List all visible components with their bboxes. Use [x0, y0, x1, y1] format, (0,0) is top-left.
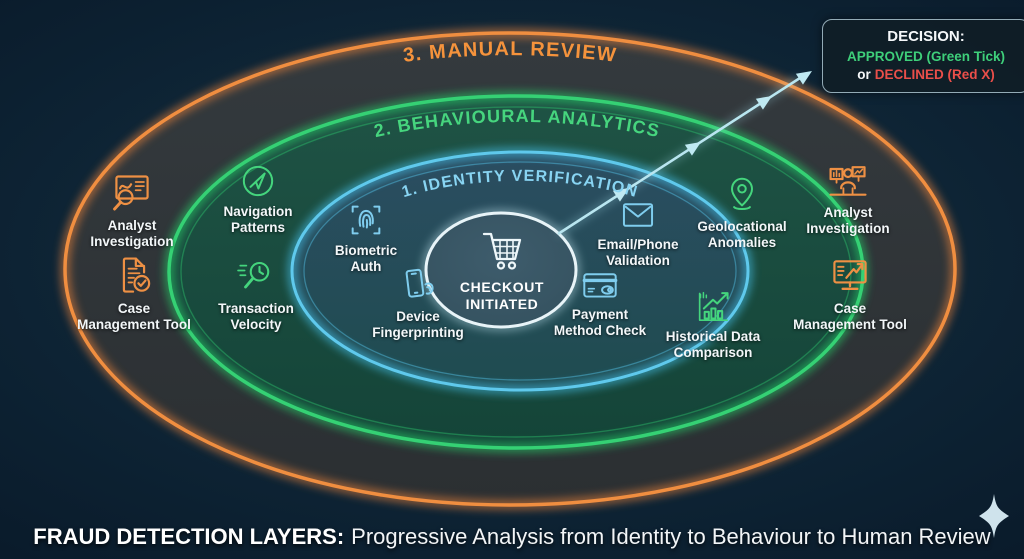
- node-transaction-velocity: Transaction Velocity: [196, 256, 316, 332]
- fingerprint-scan-icon: [346, 200, 386, 240]
- node-case-management-left: Case Management Tool: [76, 254, 192, 332]
- center-ellipse: [424, 211, 578, 329]
- ring-identity: [290, 150, 750, 392]
- checkout-line2: INITIATED: [465, 295, 539, 312]
- smartphone-fingerprint-icon: [398, 266, 438, 306]
- node-label: Biometric Auth: [334, 243, 398, 274]
- node-label: Analyst Investigation: [90, 218, 174, 249]
- node-label: Geolocational Anomalies: [697, 219, 787, 250]
- node-label: Device Fingerprinting: [372, 309, 464, 340]
- node-device-fingerprinting: Device Fingerprinting: [353, 266, 483, 340]
- node-payment-method-check: Payment Method Check: [548, 266, 652, 338]
- decision-approved: APPROVED (Green Tick): [846, 49, 1006, 64]
- node-biometric-auth: Biometric Auth: [320, 200, 412, 274]
- node-label: Transaction Velocity: [218, 301, 294, 332]
- decision-or: or: [857, 66, 871, 82]
- shopping-cart-icon: [477, 228, 527, 277]
- credit-card-icon: [580, 266, 620, 304]
- node-label: Case Management Tool: [793, 301, 907, 332]
- ring-identity-inner-accent: [303, 161, 737, 381]
- ring-behavioural: [167, 94, 865, 450]
- ring-manual-review: [63, 31, 957, 507]
- decision-declined: DECLINED (Red X): [874, 66, 995, 82]
- node-email-phone-validation: Email/Phone Validation: [582, 196, 694, 268]
- screen-magnifier-icon: [109, 171, 155, 215]
- analyst-desk-icon: [824, 158, 872, 202]
- node-historical-data-comparison: Historical Data Comparison: [649, 286, 777, 360]
- node-case-management-right: Case Management Tool: [792, 254, 908, 332]
- caption-title: FRAUD DETECTION LAYERS:: [33, 524, 345, 549]
- node-label: Navigation Patterns: [223, 204, 293, 235]
- node-label: Case Management Tool: [77, 301, 191, 332]
- checkout-node: CHECKOUT INITIATED: [426, 214, 578, 326]
- node-geolocational-anomalies: Geolocational Anomalies: [679, 174, 805, 250]
- node-label: Historical Data Comparison: [665, 329, 761, 360]
- decision-heading: DECISION:: [887, 28, 965, 45]
- checkout-line1: CHECKOUT: [459, 278, 545, 295]
- node-navigation-patterns: Navigation Patterns: [198, 161, 318, 235]
- bar-chart-trend-icon: [692, 286, 734, 326]
- envelope-icon: [618, 196, 658, 234]
- map-pin-icon: [722, 174, 762, 216]
- node-analyst-investigation-right: Analyst Investigation: [788, 158, 908, 236]
- checkout-label: CHECKOUT INITIATED: [460, 279, 544, 313]
- node-label: Payment Method Check: [553, 307, 647, 338]
- navigation-arrow-icon: [238, 161, 278, 201]
- node-label: Email/Phone Validation: [597, 237, 679, 268]
- document-check-icon: [112, 254, 156, 298]
- node-analyst-investigation-left: Analyst Investigation: [74, 171, 190, 249]
- caption-subtitle: Progressive Analysis from Identity to Be…: [351, 524, 991, 549]
- caption: FRAUD DETECTION LAYERS:Progressive Analy…: [0, 524, 1024, 550]
- node-label: Analyst Investigation: [806, 205, 890, 236]
- sparkle-icon: [975, 492, 1013, 545]
- monitor-chart-icon: [828, 254, 872, 298]
- clock-magnifier-icon: [235, 256, 277, 298]
